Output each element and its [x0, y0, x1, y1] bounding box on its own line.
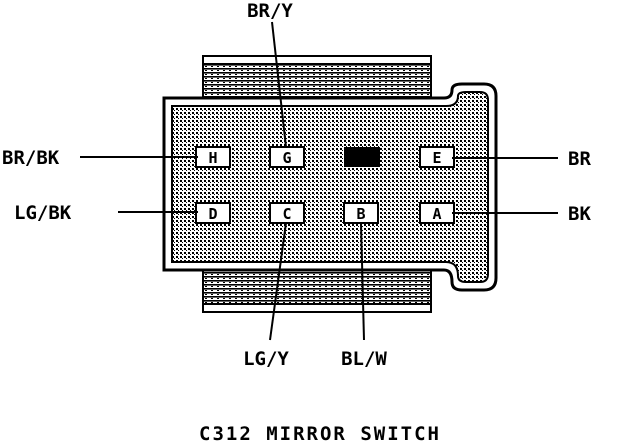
wire-label-bl-w: BL/W	[341, 348, 387, 370]
svg-text:G: G	[282, 149, 291, 167]
pin-d: D	[195, 202, 231, 224]
leader-top-g	[271, 21, 287, 148]
svg-text:D: D	[208, 205, 217, 223]
leader-lines	[80, 21, 558, 341]
svg-text:B: B	[356, 205, 365, 223]
pin-g: G	[269, 146, 305, 168]
pin-b: B	[343, 202, 379, 224]
wire-label-bk: BK	[568, 203, 591, 225]
svg-text:H: H	[208, 149, 217, 167]
wire-label-lg-y: LG/Y	[243, 348, 289, 370]
blocked-cavity	[344, 147, 380, 167]
wire-label-br-bk: BR/BK	[2, 147, 60, 169]
leader-bottom-b	[360, 222, 365, 341]
wire-label-br: BR	[568, 148, 591, 170]
connector-bottom-latch	[202, 269, 432, 313]
svg-text:A: A	[432, 205, 441, 223]
pin-h: H	[195, 146, 231, 168]
leader-bottom-c	[269, 222, 287, 341]
wire-label-lg-bk: LG/BK	[14, 202, 72, 224]
diagram-caption: C312 MIRROR SWITCH	[199, 423, 441, 442]
pin-c: C	[269, 202, 305, 224]
svg-text:C: C	[282, 205, 291, 223]
pin-e: E	[419, 146, 455, 168]
svg-text:E: E	[432, 149, 441, 167]
connector-housing-body	[171, 91, 489, 283]
connector-top-latch	[202, 55, 432, 99]
wire-label-br-y: BR/Y	[247, 0, 293, 22]
pin-a: A	[419, 202, 455, 224]
